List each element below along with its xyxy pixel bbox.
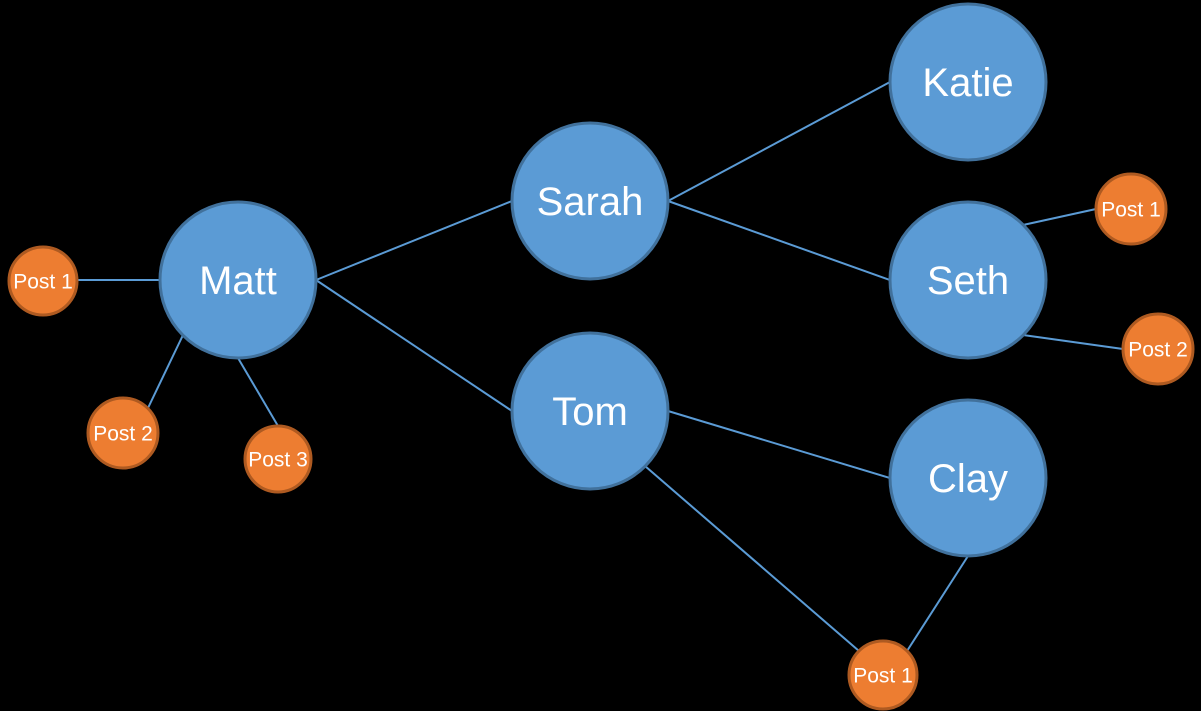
edge-matt-to-matt-post-3 (237, 357, 279, 427)
post-node-seth-post-2: Post 2 (1121, 312, 1195, 386)
post-circle-seth-post-1 (1094, 172, 1168, 246)
edge-tom-to-tom-clay-post-1 (644, 465, 860, 652)
post-circle-tom-clay-post-1 (847, 639, 919, 711)
person-node-katie: Katie (888, 2, 1048, 162)
person-circle-clay (888, 398, 1048, 558)
edge-matt-to-matt-post-2 (147, 334, 184, 409)
post-node-tom-clay-post-1: Post 1 (847, 639, 919, 711)
person-node-seth: Seth (888, 200, 1048, 360)
person-node-sarah: Sarah (510, 121, 670, 281)
person-circle-matt (158, 200, 318, 360)
edge-sarah-to-seth (667, 200, 891, 281)
post-circle-matt-post-1 (7, 245, 79, 317)
edge-tom-to-clay (667, 410, 891, 479)
person-node-tom: Tom (510, 331, 670, 491)
edge-clay-to-tom-clay-post-1 (906, 555, 969, 652)
post-circle-seth-post-2 (1121, 312, 1195, 386)
edge-seth-to-seth-post-2 (1022, 334, 1124, 350)
post-node-matt-post-2: Post 2 (86, 396, 160, 470)
post-circle-matt-post-3 (243, 424, 313, 494)
person-node-matt: Matt (158, 200, 318, 360)
post-node-seth-post-1: Post 1 (1094, 172, 1168, 246)
person-circle-tom (510, 331, 670, 491)
person-circle-sarah (510, 121, 670, 281)
edge-sarah-to-katie (667, 81, 891, 202)
post-node-matt-post-3: Post 3 (243, 424, 313, 494)
person-node-clay: Clay (888, 398, 1048, 558)
edge-matt-to-sarah (315, 200, 513, 281)
post-circle-matt-post-2 (86, 396, 160, 470)
edge-seth-to-seth-post-1 (1022, 208, 1097, 226)
edge-matt-to-tom (315, 279, 513, 412)
person-circle-katie (888, 2, 1048, 162)
person-circle-seth (888, 200, 1048, 360)
post-node-matt-post-1: Post 1 (7, 245, 79, 317)
